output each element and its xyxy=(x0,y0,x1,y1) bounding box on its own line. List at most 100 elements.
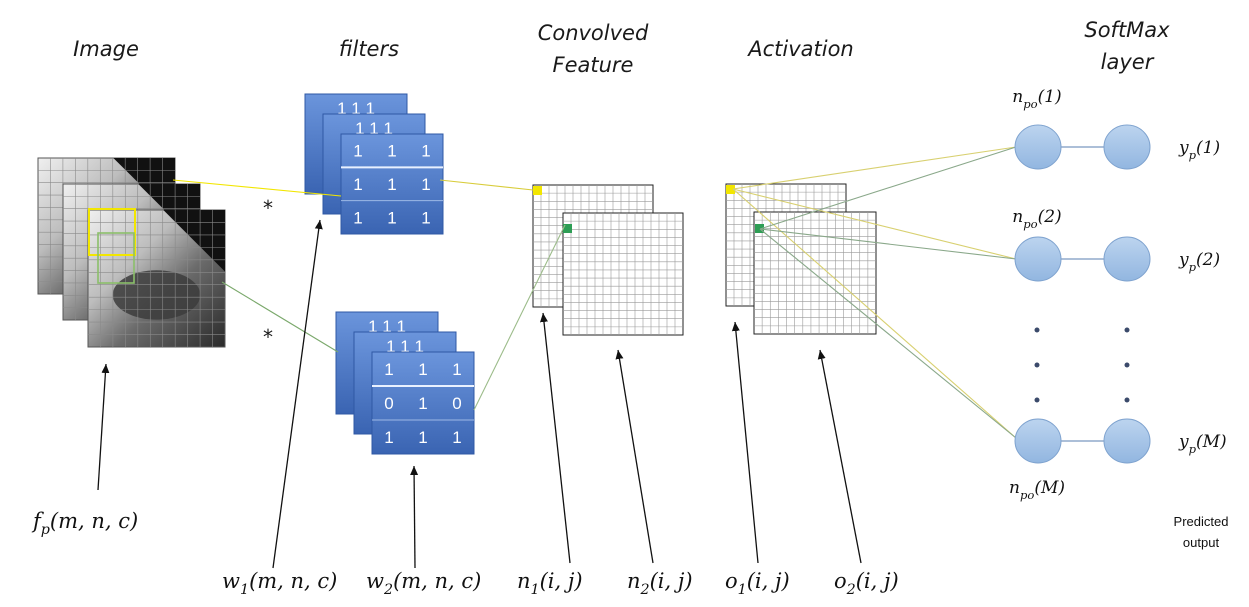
yp-label-3-sub: p xyxy=(1189,442,1197,456)
label-o1-args: (i, j) xyxy=(747,569,790,593)
output-node xyxy=(1014,124,1062,170)
convolved-map-1-cell xyxy=(533,186,542,195)
filter-cell: 1 xyxy=(353,142,362,161)
filter-cell: 1 xyxy=(418,360,427,379)
filter1-to-conv xyxy=(439,179,534,191)
label-w1-base: w xyxy=(222,569,240,593)
label-n2-sub: 2 xyxy=(640,582,650,598)
ellipsis-dot xyxy=(1034,397,1040,403)
filter-cell: 1 xyxy=(387,142,396,161)
filter2-to-conv xyxy=(473,224,566,411)
header-activation: Activation xyxy=(746,37,854,61)
label-fp-base: f xyxy=(31,509,44,533)
convolved-map-2-grid xyxy=(563,213,683,335)
receptive-field-yellow xyxy=(88,208,136,256)
npo-label-1-args: (1) xyxy=(1038,87,1062,107)
filter-back-digits: 1 1 1 xyxy=(355,119,393,138)
image-layer-3 xyxy=(87,209,226,348)
filter-cell: 1 xyxy=(353,208,362,227)
filter-cell: 1 xyxy=(353,175,362,194)
header-image: Image xyxy=(73,37,139,61)
convolved-map-2 xyxy=(562,212,684,336)
act2-to-nodeM xyxy=(759,228,1017,439)
arrow-w1 xyxy=(272,219,323,569)
softmax-layer: npo(1)yp(1)npo(2)yp(2)npo(M)yp(M) xyxy=(1009,87,1227,502)
label-o2-sub: 2 xyxy=(846,582,856,598)
header-softmax-line2: layer xyxy=(1101,50,1155,74)
arrow-n2 xyxy=(615,349,654,564)
yp-label-3-args: (M) xyxy=(1196,432,1227,452)
header-filters: filters xyxy=(339,37,399,61)
filter-cell: 1 xyxy=(421,142,430,161)
yp-label-2-base: y xyxy=(1178,250,1189,270)
label-n1: n1(i, j) xyxy=(517,569,583,598)
label-o1-base: o xyxy=(725,569,738,593)
filter-cell: 1 xyxy=(387,175,396,194)
npo-label-3: npo(M) xyxy=(1009,478,1065,502)
label-w2-args: (m, n, c) xyxy=(393,569,481,593)
output-node xyxy=(1014,418,1062,464)
predicted-output-line1: Predicted xyxy=(1174,514,1229,529)
ellipsis-dot xyxy=(1124,397,1130,403)
arrow-w2 xyxy=(410,465,419,569)
convolution-star-2: * xyxy=(263,325,273,349)
filter-cell: 1 xyxy=(418,394,427,413)
filter-front xyxy=(340,133,444,235)
convolved-feature-maps xyxy=(532,184,684,336)
filter-cell: 1 xyxy=(421,175,430,194)
connection-lines xyxy=(172,146,1017,439)
yp-label-1: yp(1) xyxy=(1178,138,1220,162)
act1-to-node2 xyxy=(732,188,1017,260)
act1-to-node1 xyxy=(732,146,1017,190)
image-dark-region xyxy=(163,210,225,272)
npo-label-2-args: (2) xyxy=(1038,207,1062,227)
softmax-node xyxy=(1103,124,1151,170)
ellipsis-dot xyxy=(1124,362,1130,368)
act2-to-node2 xyxy=(759,228,1017,260)
yp-label-2-sub: p xyxy=(1189,260,1197,274)
softmax-node xyxy=(1103,236,1151,282)
label-o1: o1(i, j) xyxy=(725,569,790,598)
yp-label-1-sub: p xyxy=(1189,148,1197,162)
label-fp-sub: p xyxy=(41,522,50,538)
label-o2-args: (i, j) xyxy=(856,569,899,593)
arrow-o1 xyxy=(731,321,759,564)
label-n1-sub: 1 xyxy=(531,582,540,598)
npo-label-1-sub: po xyxy=(1023,97,1037,111)
label-w2-base: w xyxy=(366,569,384,593)
filter-front xyxy=(371,351,475,455)
filter-cell: 0 xyxy=(452,394,461,413)
input-image-stack xyxy=(37,157,226,348)
label-w1: w1(m, n, c) xyxy=(222,569,337,598)
pointer-arrows xyxy=(97,219,862,569)
act1-to-nodeM xyxy=(732,188,1017,439)
filter-cell: 1 xyxy=(452,360,461,379)
npo-label-3-base: n xyxy=(1009,478,1020,498)
filter-back-digits: 1 1 1 xyxy=(368,317,406,336)
predicted-output-line2: output xyxy=(1183,535,1220,550)
filter-cell: 1 xyxy=(387,208,396,227)
label-fp-args: (m, n, c) xyxy=(50,509,138,533)
filter1-to-image xyxy=(172,179,342,197)
yp-label-3-base: y xyxy=(1178,432,1189,452)
npo-label-2-base: n xyxy=(1012,207,1023,227)
filter-cell: 0 xyxy=(384,394,393,413)
filter-cell: 1 xyxy=(418,428,427,447)
filter-cell: 1 xyxy=(384,360,393,379)
npo-label-3-sub: po xyxy=(1020,488,1034,502)
arrow-fp xyxy=(97,363,110,491)
filter-cell: 1 xyxy=(421,208,430,227)
image-cat-body xyxy=(112,270,201,320)
activation-map-1-cell xyxy=(726,185,735,194)
yp-label-2-args: (2) xyxy=(1196,250,1220,270)
header-convolved-line2: Feature xyxy=(553,53,634,77)
label-n2-base: n xyxy=(627,569,641,593)
label-n1-args: (i, j) xyxy=(540,569,583,593)
label-n2-args: (i, j) xyxy=(650,569,693,593)
activation-map-2-cell xyxy=(755,224,764,233)
header-softmax-line1: SoftMax xyxy=(1084,18,1170,42)
label-o2-base: o xyxy=(834,569,847,593)
label-o2: o2(i, j) xyxy=(834,569,899,598)
yp-label-3: yp(M) xyxy=(1178,432,1227,456)
